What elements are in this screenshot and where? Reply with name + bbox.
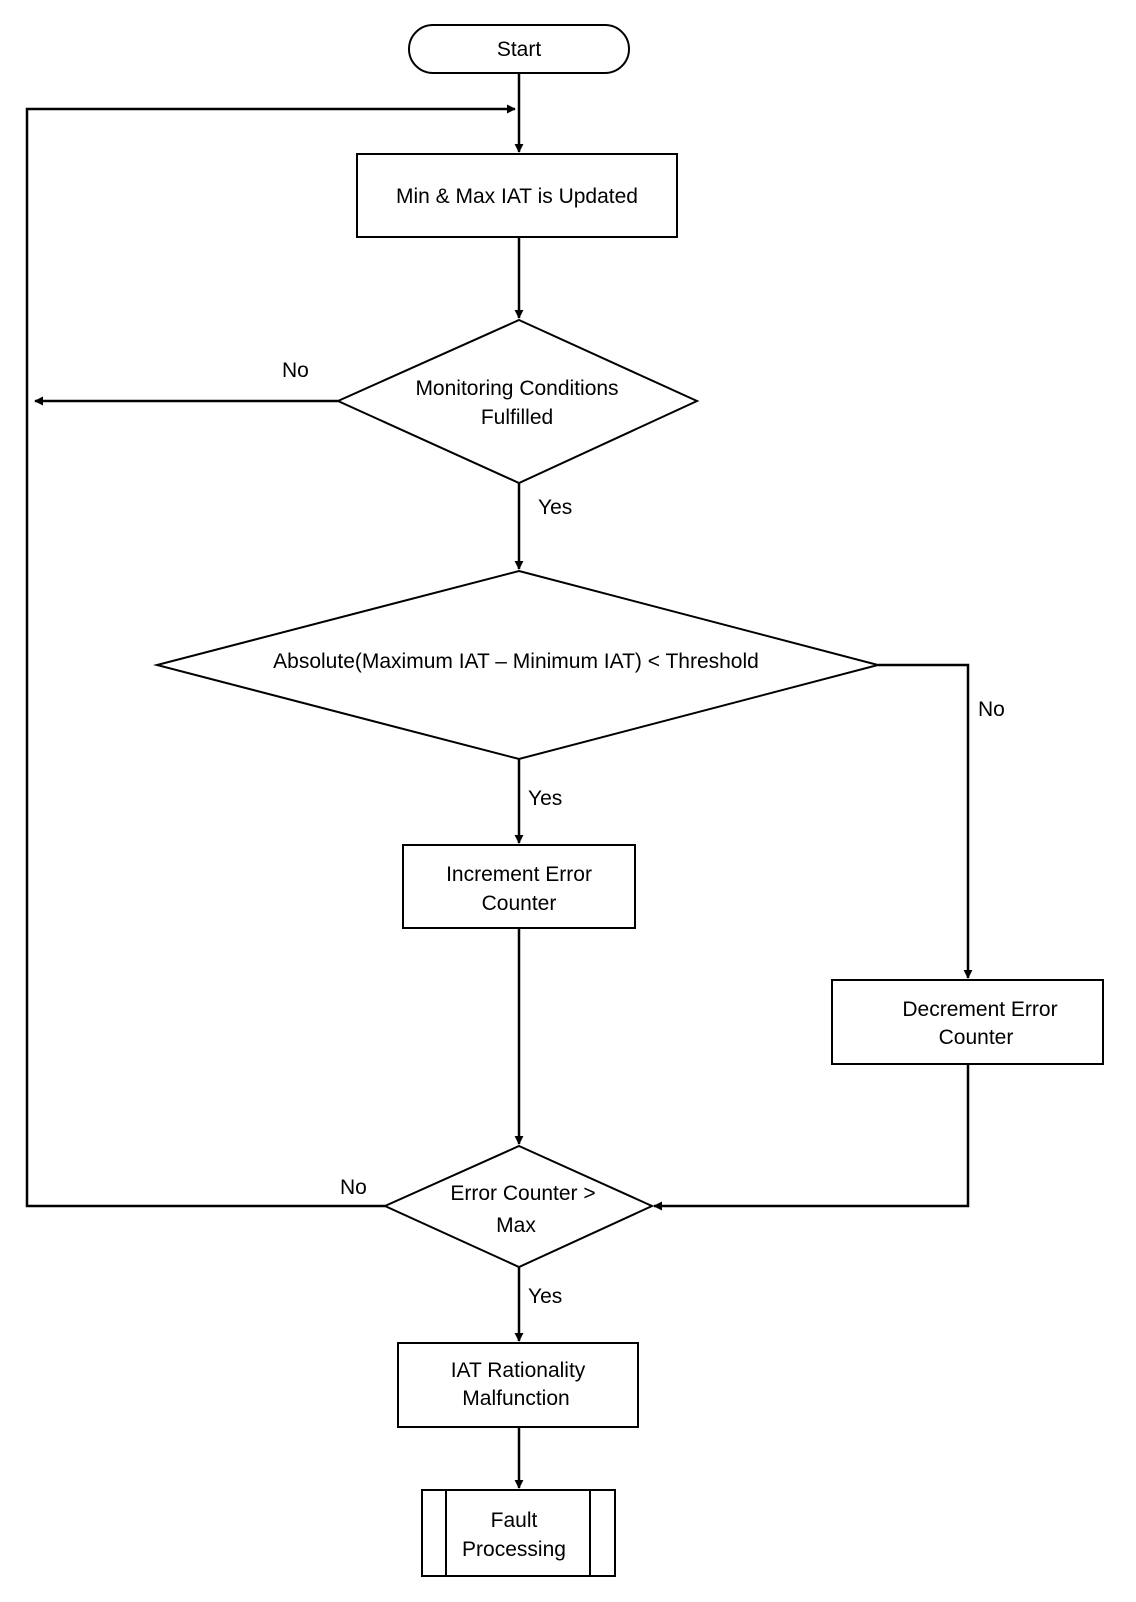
monitoring-conditions-label-line1: Monitoring Conditions [415,377,618,400]
error-counter-max-decision [382,1144,655,1269]
errmax-label-line2: Max [496,1214,536,1237]
fault-processing-box [421,1489,616,1577]
errmax-no-label: No [340,1176,367,1199]
fault-label-line1: Fault [491,1509,538,1532]
update-iat-box [356,153,678,238]
errmax-label-line1: Error Counter > [450,1182,595,1205]
connector-loop-back [25,104,516,1208]
decrement-label-line2: Counter [939,1026,1014,1049]
decrement-error-counter-box [831,979,1104,1065]
iat-rationality-malfunction-box [397,1342,639,1428]
start-label: Start [497,38,542,61]
threshold-no-label: No [978,698,1005,721]
malfunction-label-line1: IAT Rationality [451,1359,586,1382]
increment-label-line1: Increment Error [446,863,592,886]
threshold-label: Absolute(Maximum IAT – Minimum IAT) < Th… [273,650,759,673]
errmax-yes-label: Yes [528,1285,562,1308]
connector-decrement-errmax [653,1064,970,1211]
increment-label-line2: Counter [482,892,557,915]
update-iat-label: Min & Max IAT is Updated [396,185,638,208]
decrement-label-line1: Decrement Error [902,998,1057,1021]
malfunction-label-line2: Malfunction [462,1387,569,1410]
monitoring-conditions-label-line2: Fulfilled [481,406,553,429]
monitor-yes-label: Yes [538,496,572,519]
connector-threshold-no [878,663,973,979]
fault-label-line2: Processing [462,1538,566,1561]
increment-error-counter-box [402,844,636,929]
monitoring-conditions-decision [335,318,700,485]
monitor-no-label: No [282,359,309,382]
threshold-yes-label: Yes [528,787,562,810]
